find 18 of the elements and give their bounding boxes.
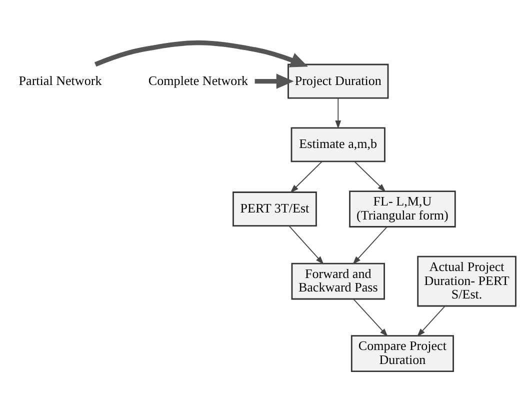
arrow xyxy=(353,298,388,336)
arrow xyxy=(354,160,386,192)
node-box: PERT 3T/Est xyxy=(232,191,317,226)
arrow xyxy=(416,305,446,336)
arrow xyxy=(94,40,308,67)
arrow xyxy=(352,226,388,264)
node-box: FL- L,M,U (Triangular form) xyxy=(349,190,456,227)
node-text: Partial Network xyxy=(18,72,102,88)
node-box: Project Duration xyxy=(288,63,389,98)
node-box: Compare Project Duration xyxy=(350,334,454,372)
node-box: Actual Project Duration- PERT S/Est. xyxy=(417,255,516,306)
node-box: Forward and Backward Pass xyxy=(291,262,385,300)
arrow xyxy=(254,73,294,88)
arrow xyxy=(290,160,322,192)
node-box: Estimate a,m,b xyxy=(290,126,386,162)
node-text: Complete Network xyxy=(148,72,248,88)
arrow xyxy=(288,224,324,264)
arrow xyxy=(335,97,342,128)
